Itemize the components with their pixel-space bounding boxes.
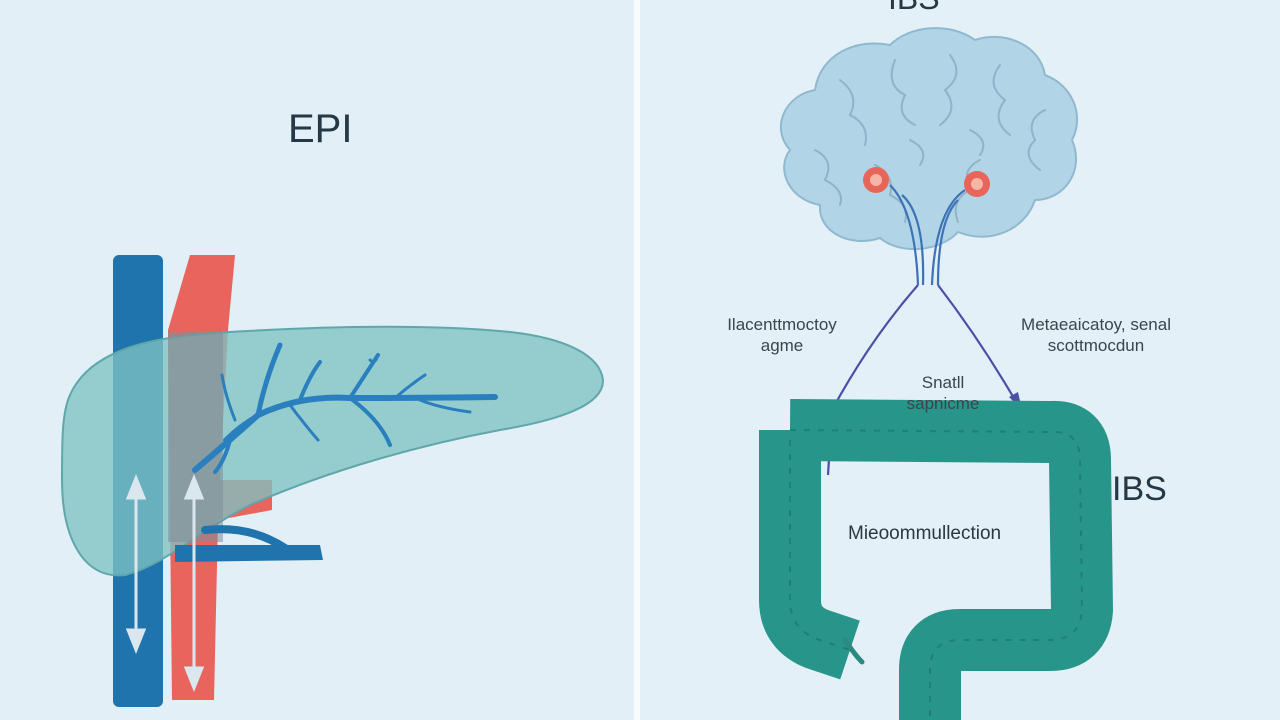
liver-organ <box>60 325 605 577</box>
label-colon: Mieoommullection <box>848 523 1002 544</box>
colon <box>759 399 1113 720</box>
left-panel-epi: EPI <box>0 0 634 720</box>
label-center-line-2: sapnicme <box>906 394 980 414</box>
label-right-pathway: Metaeaicatoy, senal scottmocdun <box>1003 314 1189 357</box>
label-right-line-1: Metaeaicatoy, senal <box>1021 315 1171 334</box>
flow-arrow-right <box>183 473 205 693</box>
panel-divider <box>634 0 640 720</box>
epi-title: EPI <box>288 107 353 151</box>
label-left-line-1: Ilacenttmoctoy <box>727 315 837 334</box>
liver-diagram <box>60 255 605 707</box>
label-center: Snatll sapnicme <box>883 372 1003 415</box>
portal-vein <box>175 545 323 562</box>
label-left-pathway: Ilacenttmoctoy agme <box>702 314 862 357</box>
ibs-title: IBS <box>1112 470 1167 508</box>
portal-vein-branch <box>201 525 289 552</box>
right-panel-ibs: Ilacenttmoctoy agme Metaeaicatoy, senal … <box>640 0 1280 720</box>
label-center-line-1: Snatll <box>921 373 965 392</box>
ibs-top-fragment: IBS <box>888 0 940 18</box>
biliary-tree <box>192 342 498 474</box>
brain <box>779 27 1079 250</box>
flow-arrow-left <box>125 473 147 655</box>
label-left-line-2: agme <box>760 336 804 356</box>
brain-node-right <box>964 171 990 197</box>
label-right-line-2: scottmocdun <box>1047 336 1145 356</box>
gut-brain-diagram <box>759 27 1113 720</box>
brain-node-left <box>863 167 889 193</box>
